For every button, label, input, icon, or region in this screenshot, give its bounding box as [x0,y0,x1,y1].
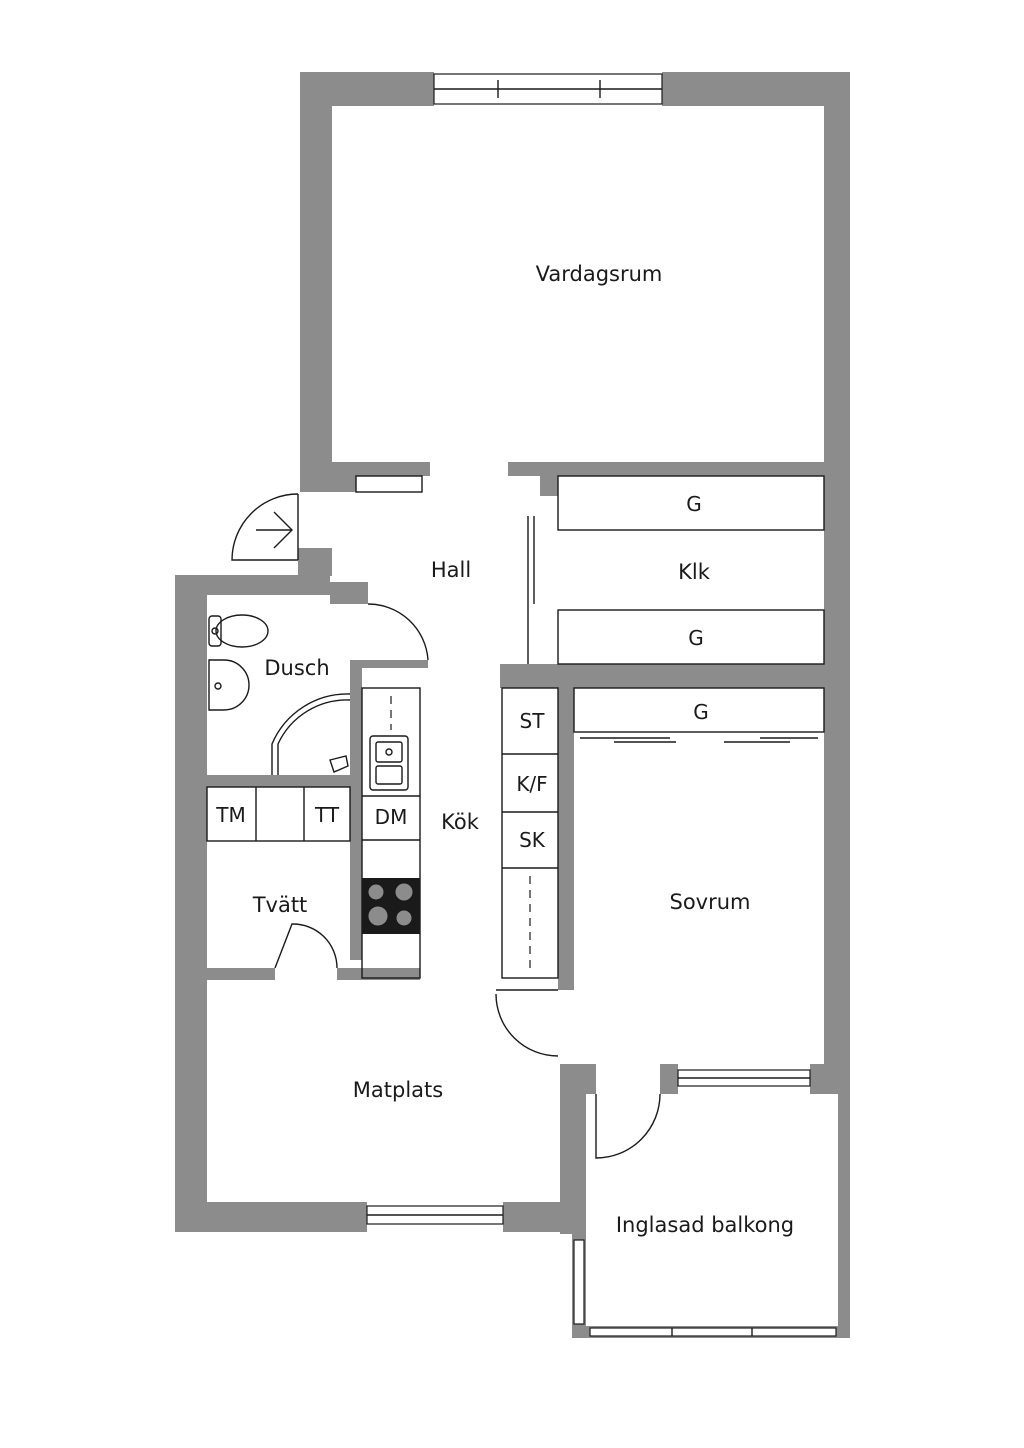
wall-tvatt-bottom-left [207,968,275,980]
wall-tvatt-bottom-right [337,968,420,980]
room-label-tvatt: Tvätt [252,893,308,917]
wall-bottom-left [175,1202,367,1232]
wall-vardagsrum-hall-left [300,462,430,476]
laundry-machines [206,786,351,842]
fixture-label-g1: G [686,492,702,516]
fixture-label-kf: K/F [516,772,547,796]
wall-bath-top [175,575,330,595]
window-balcony-bottom [589,1327,837,1337]
room-label-vardagsrum: Vardagsrum [536,262,663,286]
fixture-label-st: ST [520,709,546,733]
balcony-door [595,1093,661,1159]
wall-right [824,72,850,1094]
wall-entrance-lower [298,548,332,576]
walls [175,72,850,1338]
matplats-door [495,989,559,1057]
room-label-balkong: Inglasad balkong [616,1213,794,1237]
wall-dusch-tvatt [207,775,350,787]
fixture-label-dm: DM [375,805,408,829]
kitchen-counter-left [361,687,421,979]
fixture-label-tt: TT [314,803,340,827]
room-label-klk: Klk [678,560,711,584]
wardrobe-klk-top [557,475,825,531]
wall-bath-door-top [350,660,428,668]
wall-far-left [175,575,207,1231]
tvatt-door [274,923,338,969]
wall-left-upper [300,72,332,492]
fixture-label-tm: TM [215,803,245,827]
sink-icon [369,735,409,791]
room-labels: Vardagsrum Hall Klk Dusch Kök Tvätt Sovr… [252,262,794,1237]
wall-klk-bottom [500,664,850,688]
wall-bottom-right [503,1202,586,1232]
room-label-matplats: Matplats [353,1078,443,1102]
room-label-dusch: Dusch [264,656,329,680]
wall-balcony-right [838,1094,850,1338]
hall-shelf [355,475,423,493]
wall-sovrum-bottom-right [810,1064,850,1094]
room-label-kok: Kök [441,810,480,834]
wall-sovrum-left [558,688,574,990]
fixture-labels: G G G ST K/F SK TM TT DM [215,492,708,852]
fixtures [206,475,825,979]
wall-sovrum-bottom-mid [660,1064,678,1094]
fixture-label-sk: SK [519,828,546,852]
wardrobe-klk-bottom [557,609,825,665]
wall-klk-stub [540,476,558,496]
wall-top-right [662,72,850,106]
wall-bath-right [350,660,362,960]
wall-vardagsrum-klk [508,462,850,476]
doors [231,493,661,1159]
window-balcony-left [573,1239,585,1325]
fixture-label-g2: G [688,626,704,650]
fixture-label-g3: G [693,700,709,724]
room-label-sovrum: Sovrum [669,890,750,914]
kitchen-counter-right [501,687,559,979]
toilet-icon [208,615,222,647]
wall-stub [300,476,356,492]
wall-bath-top-step [330,582,368,604]
shower-icon [277,699,351,775]
room-label-hall: Hall [431,558,471,582]
washbasin-icon [208,659,250,711]
wardrobe-sovrum [573,687,825,733]
entrance-door [231,493,299,561]
bathroom-door [367,603,429,661]
windows [366,73,837,1337]
